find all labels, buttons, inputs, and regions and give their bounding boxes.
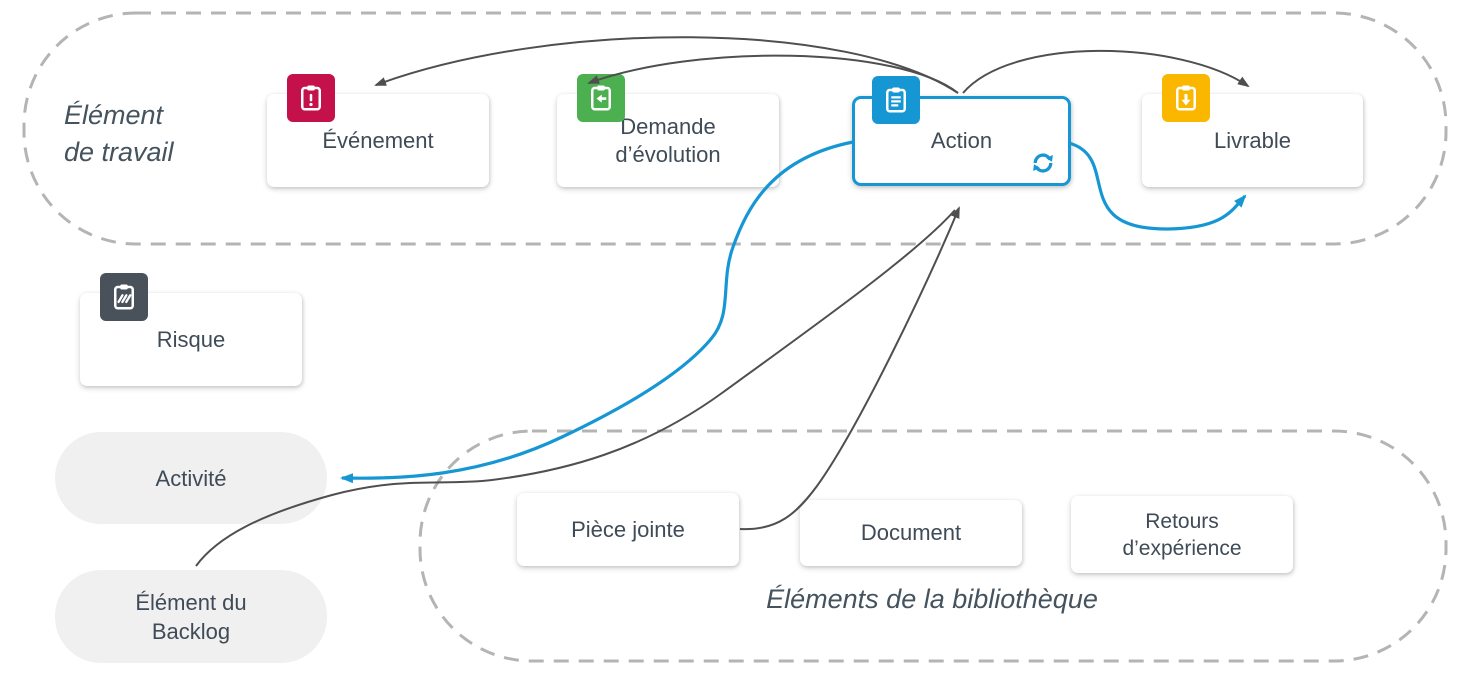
node-element-du-backlog: Élément du Backlog	[55, 570, 327, 663]
node-document: Document	[800, 500, 1022, 566]
node-label-line: Élément du	[135, 589, 247, 615]
node-activite: Activité	[55, 432, 327, 524]
edge-action-to-evenement	[374, 36, 959, 94]
node-demande-evolution: Demande d’évolution	[557, 74, 779, 187]
edge-piece-jointe-to-action	[739, 206, 960, 531]
group-label-line: Élément	[64, 100, 164, 130]
group-label-line: de travail	[64, 137, 174, 167]
node-retours-experience: Retours d’expérience	[1071, 496, 1293, 573]
group-label-library: Éléments de la bibliothèque	[766, 584, 1098, 614]
group-label-work-items: Élément de travail	[64, 97, 174, 171]
clipboard-download-icon	[1162, 74, 1210, 122]
node-label: Demande d’évolution	[615, 113, 720, 169]
node-label: Risque	[156, 326, 226, 352]
node-risque: Risque	[80, 273, 302, 386]
node-piece-jointe: Pièce jointe	[517, 493, 739, 566]
node-livrable: Livrable	[1142, 74, 1363, 187]
clipboard-list-icon	[872, 76, 920, 124]
node-label-line: d’expérience	[1122, 536, 1242, 560]
node-label-line: Backlog	[151, 618, 231, 644]
node-label-line: Demande	[620, 113, 716, 139]
node-evenement: Événement	[267, 74, 489, 187]
sync-icon	[1028, 148, 1058, 178]
node-label: Document	[860, 520, 962, 545]
node-action: Action	[852, 76, 1071, 186]
node-label: Activité	[155, 465, 227, 491]
node-label: Pièce jointe	[571, 516, 685, 542]
node-label-line: d’évolution	[615, 141, 721, 167]
node-label-line: Retours	[1145, 509, 1219, 533]
node-label: Action	[930, 128, 993, 153]
node-label: Événement	[322, 127, 434, 153]
node-label: Retours d’expérience	[1122, 508, 1241, 562]
clipboard-hatch-icon	[100, 273, 148, 321]
clipboard-return-arrow-icon	[577, 74, 625, 122]
node-label: Livrable	[1213, 127, 1292, 153]
clipboard-exclamation-icon	[287, 74, 335, 122]
edge-action-to-activite-blue	[340, 140, 854, 484]
